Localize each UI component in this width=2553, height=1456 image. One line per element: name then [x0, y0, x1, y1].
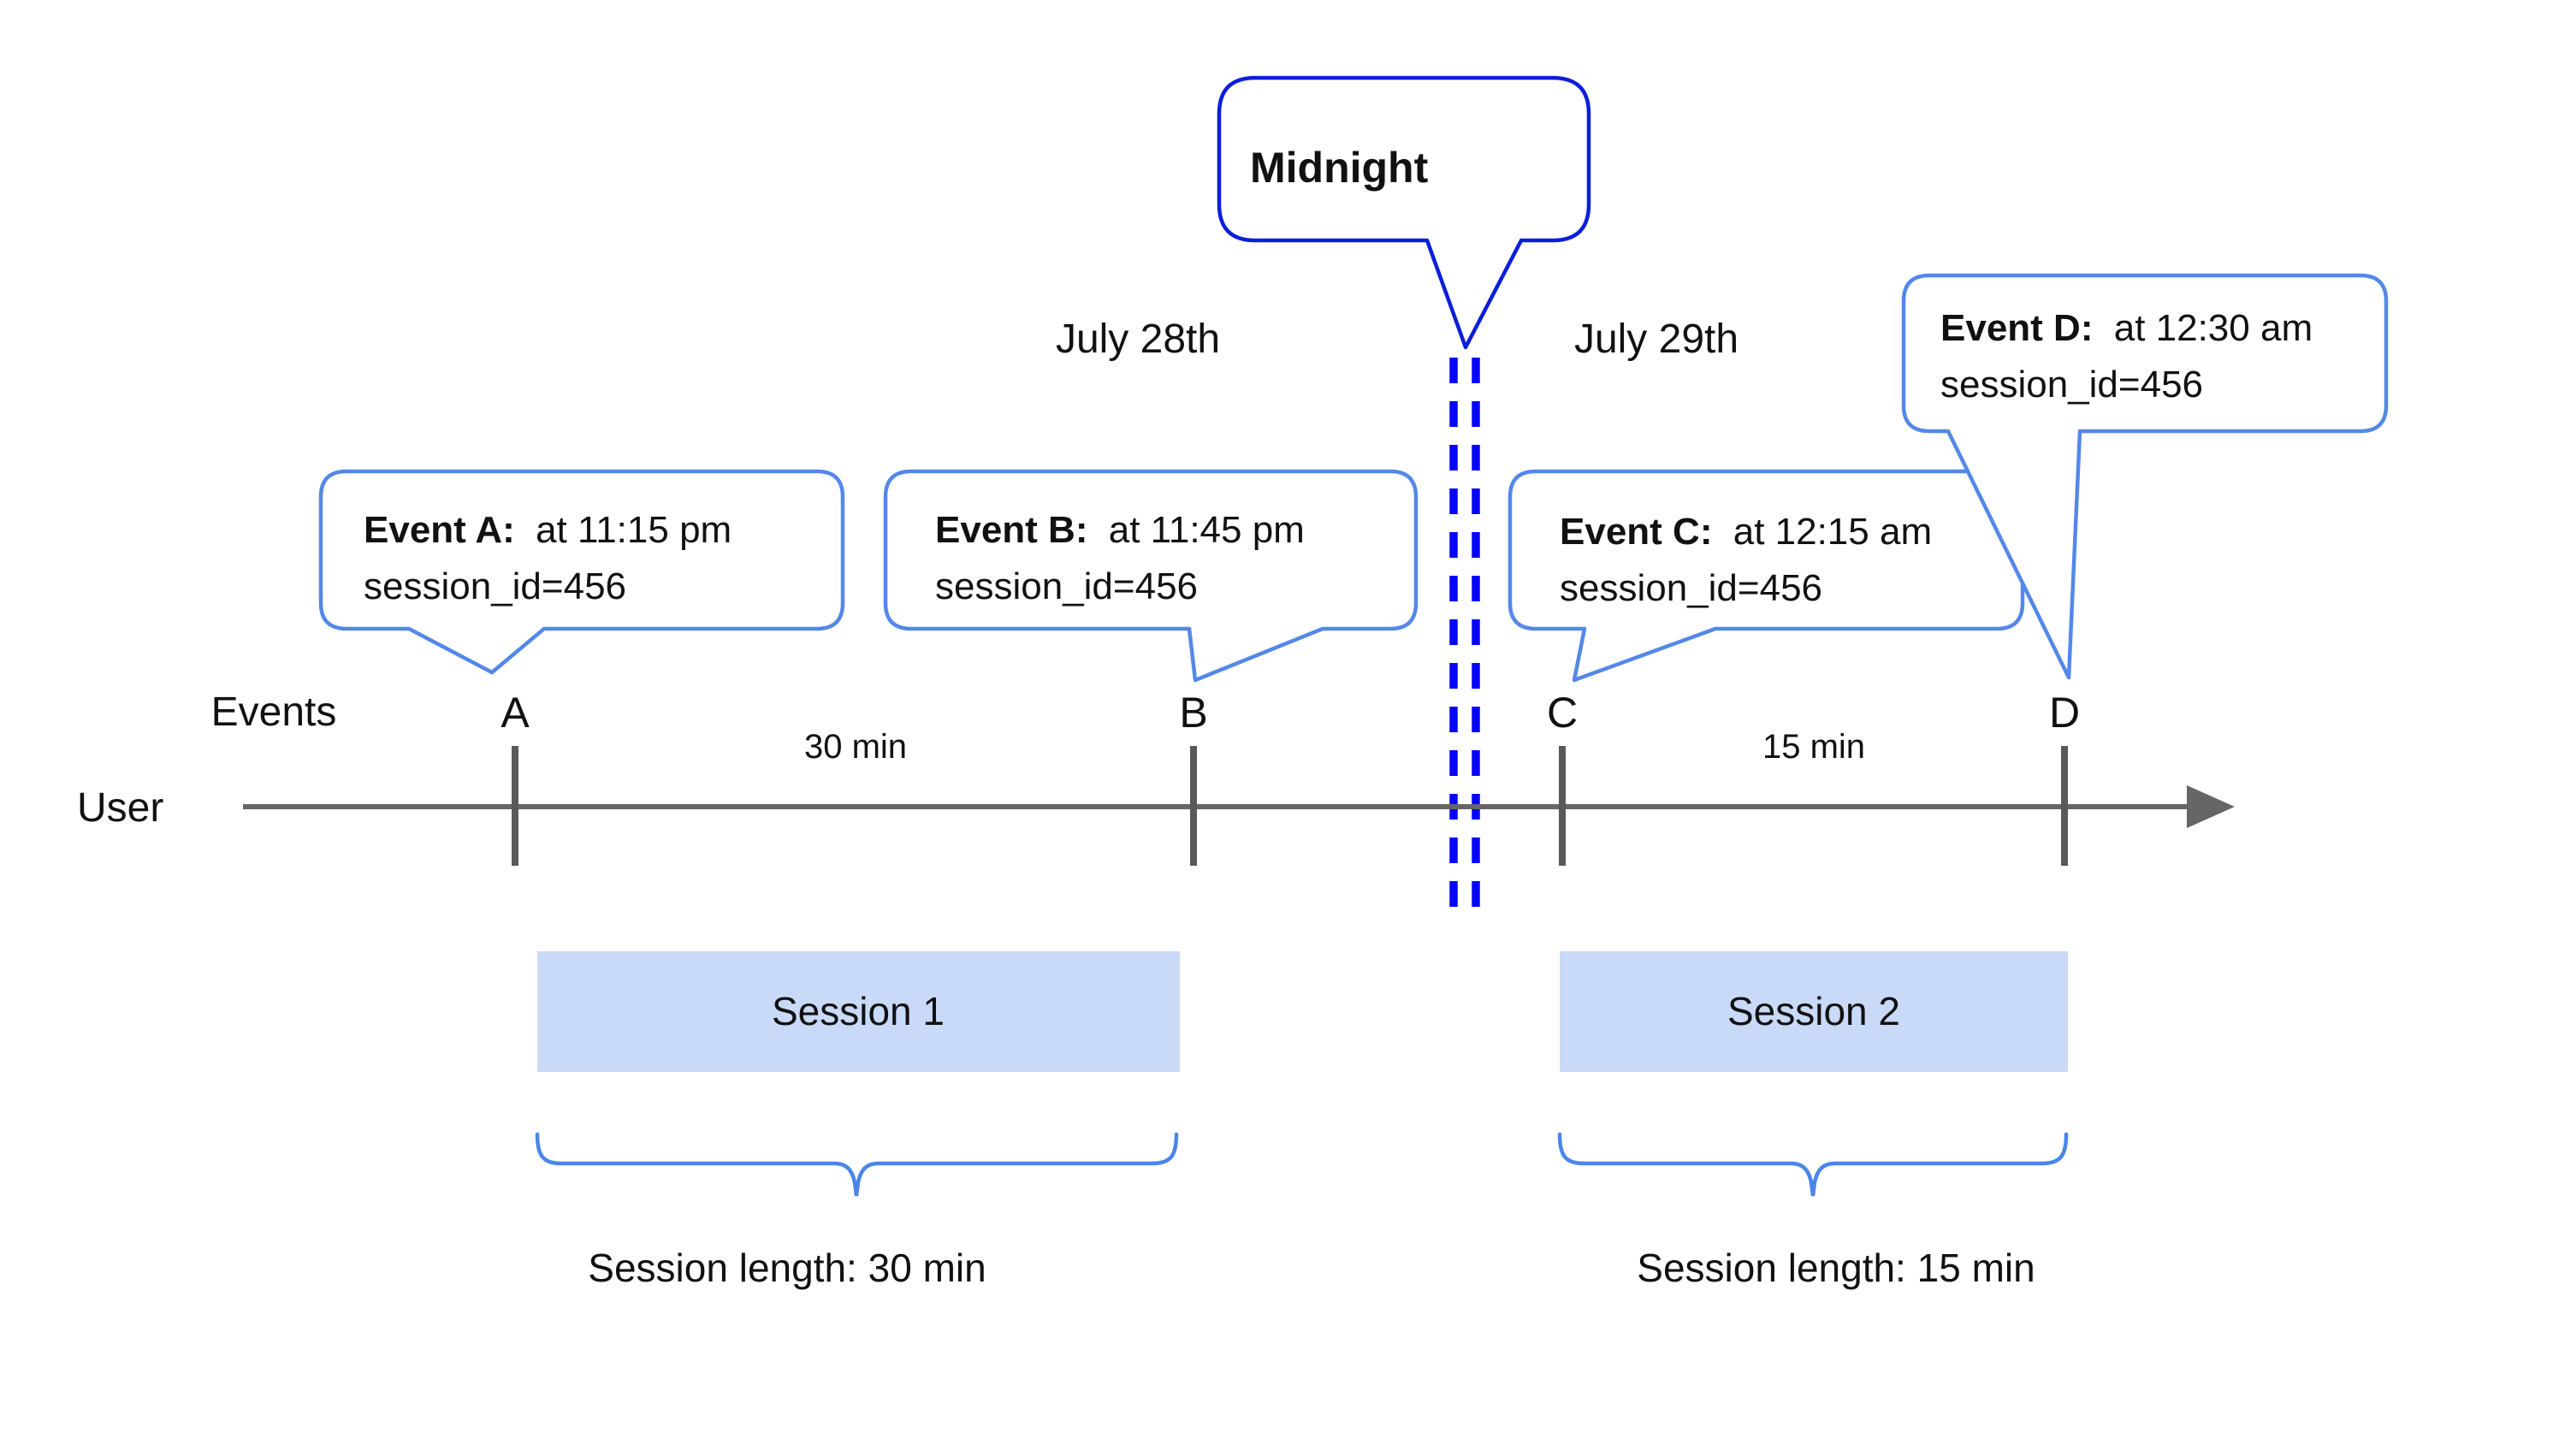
midnight-bubble-shape [1217, 75, 1591, 350]
event-b-session-id: session_id=456 [935, 565, 1198, 607]
event-d-bubble-shape [1901, 273, 2389, 680]
event-letter-c: C [1547, 689, 1578, 737]
event-a-detail: at 11:15 pm [536, 509, 732, 551]
user-axis-label: User [77, 785, 163, 831]
session-1-box [537, 951, 1180, 1072]
event-b-detail: at 11:45 pm [1109, 509, 1305, 551]
session-2-label: Session 2 [1727, 989, 1900, 1033]
svg-text:Event C: at 12:15 am: Event C: at 12:15 am [1560, 511, 1932, 553]
event-a-callout: Event A: at 11:15 pm session_id=456 [318, 469, 845, 675]
event-d-detail: at 12:30 am [2114, 307, 2313, 349]
axis-arrowhead-icon [2187, 785, 2235, 828]
event-c-session-id: session_id=456 [1560, 567, 1822, 609]
date-label-july-29: July 29th [1574, 317, 1739, 362]
event-c-title: Event C: [1560, 511, 1712, 553]
event-c-detail: at 12:15 am [1733, 511, 1932, 553]
event-b-bubble-shape [883, 469, 1419, 683]
session-1-brace [535, 1132, 1179, 1197]
session-1: Session 1 Session length: 30 min [535, 951, 1180, 1290]
midnight-divider [1449, 358, 1480, 920]
event-d-title: Event D: [1940, 307, 2093, 349]
gap-label-30min: 30 min [804, 728, 907, 766]
svg-text:Event A: at 11:15 pm: Event A: at 11:15 pm [364, 509, 732, 551]
midnight-callout: Midnight [1217, 75, 1591, 350]
event-b-title: Event B: [935, 509, 1087, 551]
event-a-title: Event A: [364, 509, 515, 551]
svg-text:Event B: at 11:45 pm: Event B: at 11:45 pm [935, 509, 1305, 551]
midnight-label: Midnight [1250, 144, 1429, 192]
date-label-july-28: July 28th [1056, 317, 1220, 362]
session-2-brace [1557, 1132, 2069, 1197]
event-letter-b: B [1179, 689, 1207, 737]
svg-text:Event D: at 12:30 am: Event D: at 12:30 am [1940, 307, 2313, 349]
event-letter-d: D [2049, 689, 2080, 737]
session-1-length-label: Session length: 30 min [588, 1246, 986, 1290]
event-d-callout: Event D: at 12:30 am session_id=456 [1901, 273, 2389, 680]
session-2: Session 2 Session length: 15 min [1557, 951, 2069, 1290]
session-2-box [1560, 951, 2068, 1072]
timeline-axis [243, 746, 2235, 866]
events-axis-label: Events [211, 690, 337, 735]
event-a-session-id: session_id=456 [364, 565, 626, 607]
gap-label-15min: 15 min [1762, 728, 1865, 766]
session-2-length-label: Session length: 15 min [1637, 1246, 2035, 1290]
event-letter-a: A [501, 689, 530, 737]
event-c-callout: Event C: at 12:15 am session_id=456 [1508, 469, 2025, 683]
event-b-callout: Event B: at 11:45 pm session_id=456 [883, 469, 1419, 683]
session-1-label: Session 1 [772, 989, 945, 1033]
event-d-session-id: session_id=456 [1940, 364, 2203, 405]
event-a-bubble-shape [318, 469, 845, 675]
